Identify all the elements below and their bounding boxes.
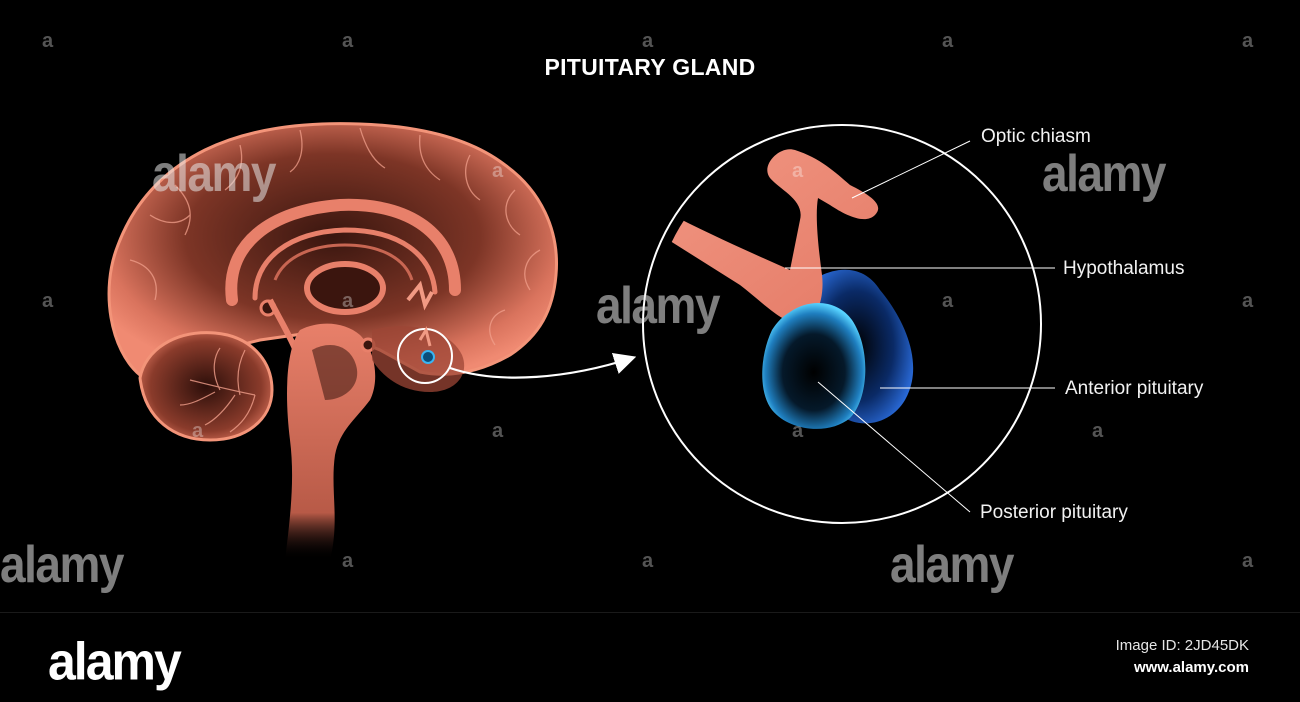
cerebrum [107,122,559,377]
footer-logo: alamy [48,632,182,691]
footer-url[interactable]: www.alamy.com [1133,659,1249,676]
zoom-circle-border [642,124,1042,524]
watermark-mark: a [342,550,354,572]
watermark-word: alamy [0,535,124,594]
gyri-lines [129,127,541,346]
watermark-mark: a [792,420,804,442]
diagram-canvas: PITUITARY GLAND Optic chiasm Hypothalamu… [0,30,1254,594]
corpus-callosum [225,198,461,306]
label-anterior-pituitary: Anterior pituitary [1065,378,1204,399]
watermark-mark: a [192,420,204,442]
watermark-mark: a [492,420,504,442]
footer-image-id: Image ID: 2JD45DK [1115,637,1249,654]
watermark-mark: a [1092,420,1104,442]
footer-bar: alamy Image ID: 2JD45DK www.alamy.com [0,612,1300,702]
watermark-word: alamy [596,276,720,335]
leader-optic-chiasm [851,140,971,199]
watermark-mark: a [42,30,54,52]
watermark-mark: a [942,30,954,52]
watermark-mark: a [1242,550,1254,572]
watermark-mark: a [942,290,954,312]
label-optic-chiasm: Optic chiasm [981,126,1091,147]
cerebellum [138,331,274,442]
watermark-word: alamy [152,144,276,203]
watermark-mark: a [342,290,354,312]
zoom-arrow [449,352,637,379]
brain-illustration [107,122,559,560]
arbor-vitae [179,347,256,433]
watermark-mark: a [1242,30,1254,52]
zoom-view [642,124,1042,524]
label-posterior-pituitary: Posterior pituitary [980,502,1128,523]
watermark-word: alamy [890,535,1014,594]
leader-lines [785,140,1055,513]
watermark-mark: a [1242,290,1254,312]
label-hypothalamus: Hypothalamus [1063,258,1185,279]
watermark-mark: a [492,160,504,182]
watermark-mark: a [342,30,354,52]
thalamus [304,261,386,315]
posterior-pituitary-shape [762,302,866,429]
pituitary-stalk [653,149,879,325]
diagram-graphics [107,122,1055,560]
watermark-mark: a [642,30,654,52]
watermark-mark: a [792,160,804,182]
leader-posterior-pituitary [817,381,971,513]
watermark-mark: a [42,290,54,312]
watermark-mark: a [642,550,654,572]
diagram-title: PITUITARY GLAND [544,54,756,80]
watermark-word: alamy [1042,144,1166,203]
